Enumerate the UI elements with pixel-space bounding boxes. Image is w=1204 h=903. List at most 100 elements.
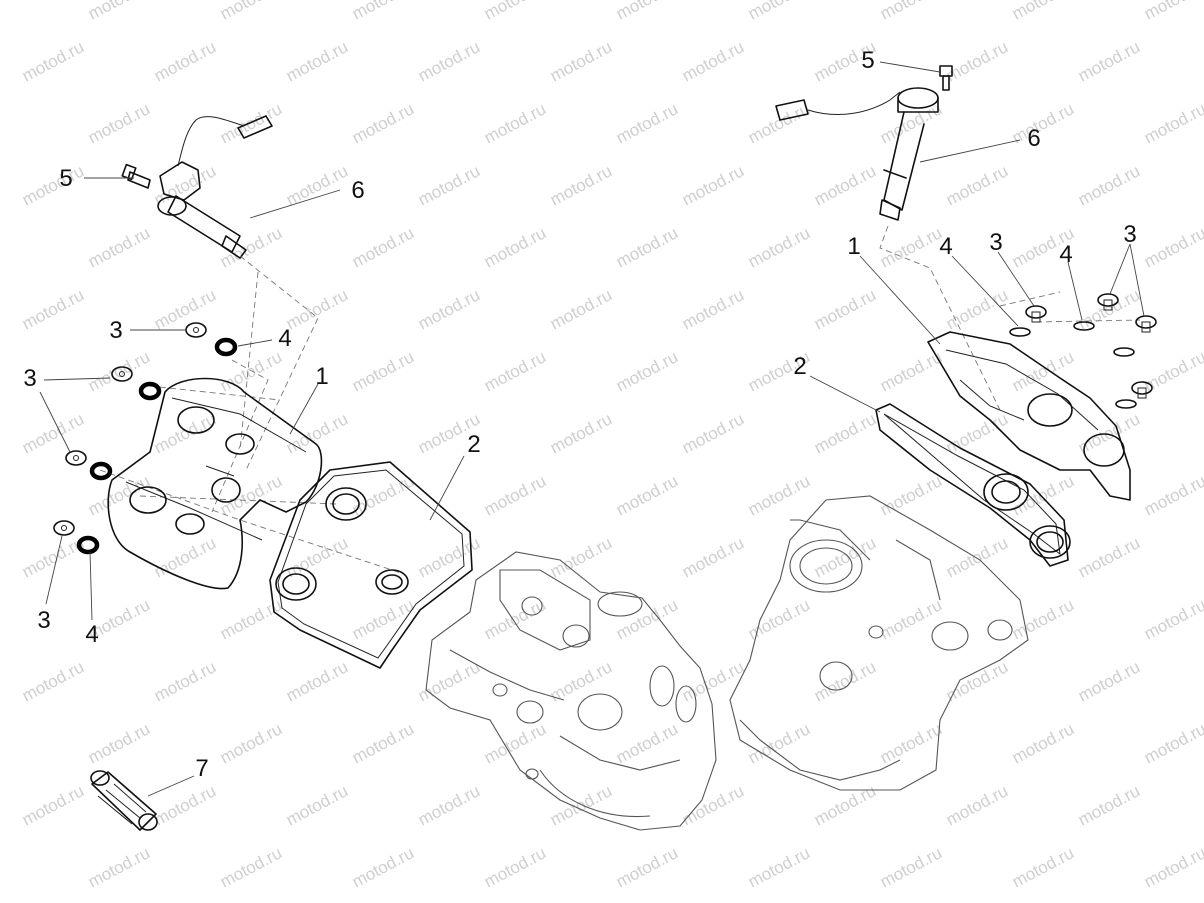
left-spark-plug-cap [90,770,158,831]
watermark-text: motod.ru [151,781,219,829]
watermark-text: motod.ru [547,409,615,457]
watermark-text: motod.ru [415,161,483,209]
watermark-text: motod.ru [877,719,945,767]
watermark-text: motod.ru [1075,657,1143,705]
watermark-text: motod.ru [745,0,813,24]
watermark-text: motod.ru [1141,843,1204,891]
watermark-text: motod.ru [19,285,87,333]
watermark-text: motod.ru [481,843,549,891]
watermark-text: motod.ru [217,719,285,767]
watermark-text: motod.ru [613,0,681,24]
watermark-text: motod.ru [877,223,945,271]
callout-right-washer-a: 3 [989,229,1002,256]
watermark-text: motod.ru [415,37,483,85]
watermark-text: motod.ru [283,285,351,333]
watermark-text: motod.ru [943,533,1011,581]
callout-right-coil: 6 [1027,125,1040,152]
watermark-text: motod.ru [1009,719,1077,767]
watermark-text: motod.ru [85,223,153,271]
watermark-text: motod.ru [151,657,219,705]
watermark-text: motod.ru [1141,719,1204,767]
watermark-text: motod.ru [1009,843,1077,891]
watermark-text: motod.ru [151,37,219,85]
watermark-text: motod.ru [547,37,615,85]
left-gasket [269,461,473,669]
callout-left-washer-bottom: 3 [37,607,50,634]
watermark-text: motod.ru [877,471,945,519]
watermark-text: motod.ru [877,843,945,891]
watermark-text: motod.ru [811,161,879,209]
watermark-text: motod.ru [349,223,417,271]
watermark-text: motod.ru [283,37,351,85]
right-o-rings [1009,321,1137,409]
callout-right-oring-a: 4 [939,233,952,260]
watermark-text: motod.ru [151,409,219,457]
watermark-text: motod.ru [745,595,813,643]
watermark-text: motod.ru [613,99,681,147]
watermark-text: motod.ru [679,533,747,581]
left-o-rings [76,337,238,555]
watermark-text: motod.ru [1141,0,1204,24]
callout-plug-cap: 7 [195,755,208,782]
watermark-text: motod.ru [415,781,483,829]
watermark-text: motod.ru [481,719,549,767]
watermark-text: motod.ru [481,595,549,643]
watermark-text: motod.ru [1075,161,1143,209]
watermark-text: motod.ru [1075,285,1143,333]
watermark-text: motod.ru [943,657,1011,705]
callout-left-cover: 1 [315,363,328,390]
watermark-text: motod.ru [877,99,945,147]
watermark-text: motod.ru [613,595,681,643]
watermark-text: motod.ru [811,781,879,829]
watermark-text: motod.ru [349,843,417,891]
right-washers [1025,293,1157,399]
callout-left-washer-mid: 3 [23,365,36,392]
watermark-text: motod.ru [1141,347,1204,395]
watermark-text: motod.ru [415,657,483,705]
watermark-text: motod.ru [1141,471,1204,519]
callout-left-washer-top: 3 [109,317,122,344]
watermark-text: motod.ru [85,719,153,767]
watermark-text: motod.ru [349,347,417,395]
watermark-text: motod.ru [85,99,153,147]
watermark-text: motod.ru [679,409,747,457]
watermark-text: motod.ru [679,781,747,829]
watermark-text: motod.ru [85,843,153,891]
watermark-text: motod.ru [943,285,1011,333]
watermark-text: motod.ru [19,37,87,85]
watermark-text: motod.ru [547,533,615,581]
leader-lines [39,61,1145,797]
watermark-text: motod.ru [1009,595,1077,643]
watermark-text: motod.ru [349,0,417,24]
callout-left-oring-bottom: 4 [85,621,98,648]
left-washers [53,322,207,536]
watermark-text: motod.ru [481,99,549,147]
watermark-text: motod.ru [349,99,417,147]
watermark-text: motod.ru [349,719,417,767]
watermark-text: motod.ru [283,781,351,829]
watermark-text: motod.ru [1009,0,1077,24]
right-valve-cover [927,331,1131,501]
watermark-text: motod.ru [217,0,285,24]
watermark-text: motod.ru [943,781,1011,829]
callout-right-oring-b: 4 [1059,241,1072,268]
watermark-text: motod.ru [943,161,1011,209]
watermark-text: motod.ru [745,719,813,767]
watermark-text: motod.ru [547,285,615,333]
callout-left-gasket: 2 [467,431,480,458]
watermark-text: motod.ru [481,471,549,519]
watermark-text: motod.ru [613,223,681,271]
left-valve-cover [107,377,323,590]
watermark-text: motod.ru [679,37,747,85]
watermark-text: motod.ru [481,347,549,395]
watermark-text: motod.ru [811,409,879,457]
watermark-text: motod.ru [745,99,813,147]
left-engine-head [425,551,717,831]
watermark-text: motod.ru [1075,37,1143,85]
callout-left-coil: 6 [351,177,364,204]
watermark-text: motod.ru [877,0,945,24]
watermark-text: motod.ru [283,657,351,705]
watermark-text: motod.ru [349,471,417,519]
right-coil-bolt [939,65,953,91]
